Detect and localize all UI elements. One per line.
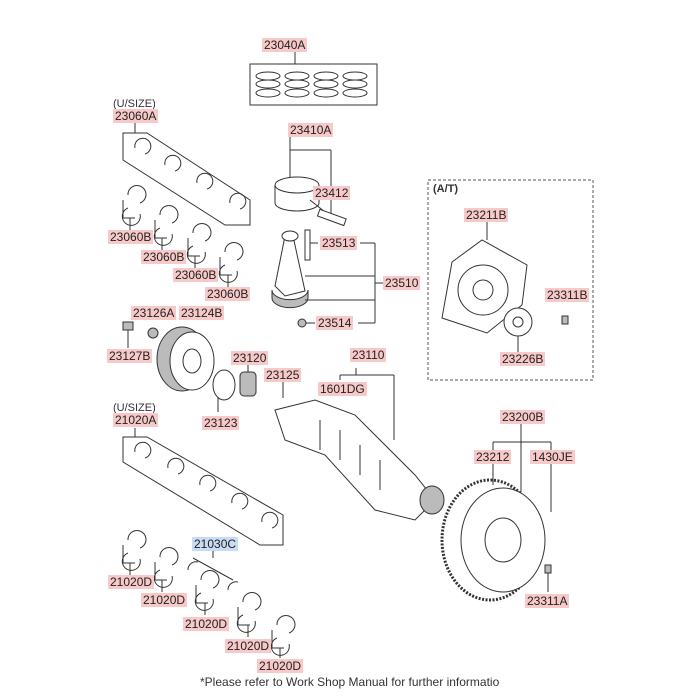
part-label-23060B-3[interactable]: 23060B bbox=[173, 268, 219, 282]
part-label-21020D-3[interactable]: 21020D bbox=[183, 617, 230, 631]
crankshaft bbox=[274, 368, 445, 521]
part-label-23510[interactable]: 23510 bbox=[383, 276, 421, 290]
part-label-23212[interactable]: 23212 bbox=[474, 450, 512, 464]
part-label-23412[interactable]: 23412 bbox=[313, 186, 351, 200]
part-label-23110[interactable]: 23110 bbox=[350, 348, 387, 362]
part-label-23200B[interactable]: 23200B bbox=[500, 410, 546, 424]
part-label-23060A[interactable]: 23060A bbox=[113, 109, 159, 123]
connecting-rod-assembly bbox=[271, 229, 383, 328]
part-label-23124B[interactable]: 23124B bbox=[179, 306, 225, 320]
footer-note: *Please refer to Work Shop Manual for fu… bbox=[200, 675, 500, 689]
part-label-21020D-4[interactable]: 21020D bbox=[225, 639, 272, 653]
conrod-bearing-pairs bbox=[121, 185, 244, 287]
part-label-23226B[interactable]: 23226B bbox=[500, 352, 546, 366]
part-label-23060B-4[interactable]: 23060B bbox=[205, 287, 251, 301]
part-label-23211B[interactable]: 23211B bbox=[464, 208, 509, 222]
part-label-23311B[interactable]: 23311B bbox=[545, 288, 590, 302]
part-label-21020D-1[interactable]: 21020D bbox=[108, 575, 155, 589]
part-label-1430JE[interactable]: 1430JE bbox=[530, 450, 575, 464]
part-label-23514[interactable]: 23514 bbox=[316, 316, 354, 330]
part-label-23123[interactable]: 23123 bbox=[202, 416, 240, 430]
piston-assembly bbox=[274, 137, 347, 227]
main-bearing-pairs bbox=[121, 530, 296, 658]
part-label-23040A[interactable]: 23040A bbox=[262, 38, 308, 52]
piston-rings-set bbox=[249, 52, 378, 106]
part-label-23513[interactable]: 23513 bbox=[320, 236, 358, 250]
flywheel-assembly bbox=[440, 422, 552, 602]
damper-pulley-group bbox=[122, 321, 284, 412]
part-label-23127B[interactable]: 23127B bbox=[107, 349, 153, 363]
part-label-23060B-1[interactable]: 23060B bbox=[108, 230, 154, 244]
at-note: (A/T) bbox=[433, 183, 459, 195]
usize-note-top: (U/SIZE) bbox=[113, 98, 156, 110]
part-label-23060B-2[interactable]: 23060B bbox=[141, 250, 187, 264]
part-label-21030C[interactable]: 21030C bbox=[192, 537, 239, 551]
main-bearing-set-usize bbox=[122, 428, 284, 546]
automatic-transmission-group bbox=[427, 179, 594, 381]
part-label-23125[interactable]: 23125 bbox=[264, 368, 302, 382]
conrod-bearing-set-usize bbox=[122, 122, 251, 226]
part-label-23410A[interactable]: 23410A bbox=[288, 123, 334, 137]
part-label-23311A[interactable]: 23311A bbox=[525, 594, 570, 608]
part-label-23120[interactable]: 23120 bbox=[231, 351, 269, 365]
part-label-1601DG[interactable]: 1601DG bbox=[318, 382, 367, 396]
part-label-21020A[interactable]: 21020A bbox=[113, 413, 159, 427]
part-label-23126A[interactable]: 23126A bbox=[131, 306, 177, 320]
part-label-21020D-2[interactable]: 21020D bbox=[141, 593, 188, 607]
usize-note-bottom: (U/SIZE) bbox=[113, 402, 156, 414]
part-label-21020D-5[interactable]: 21020D bbox=[257, 659, 304, 673]
